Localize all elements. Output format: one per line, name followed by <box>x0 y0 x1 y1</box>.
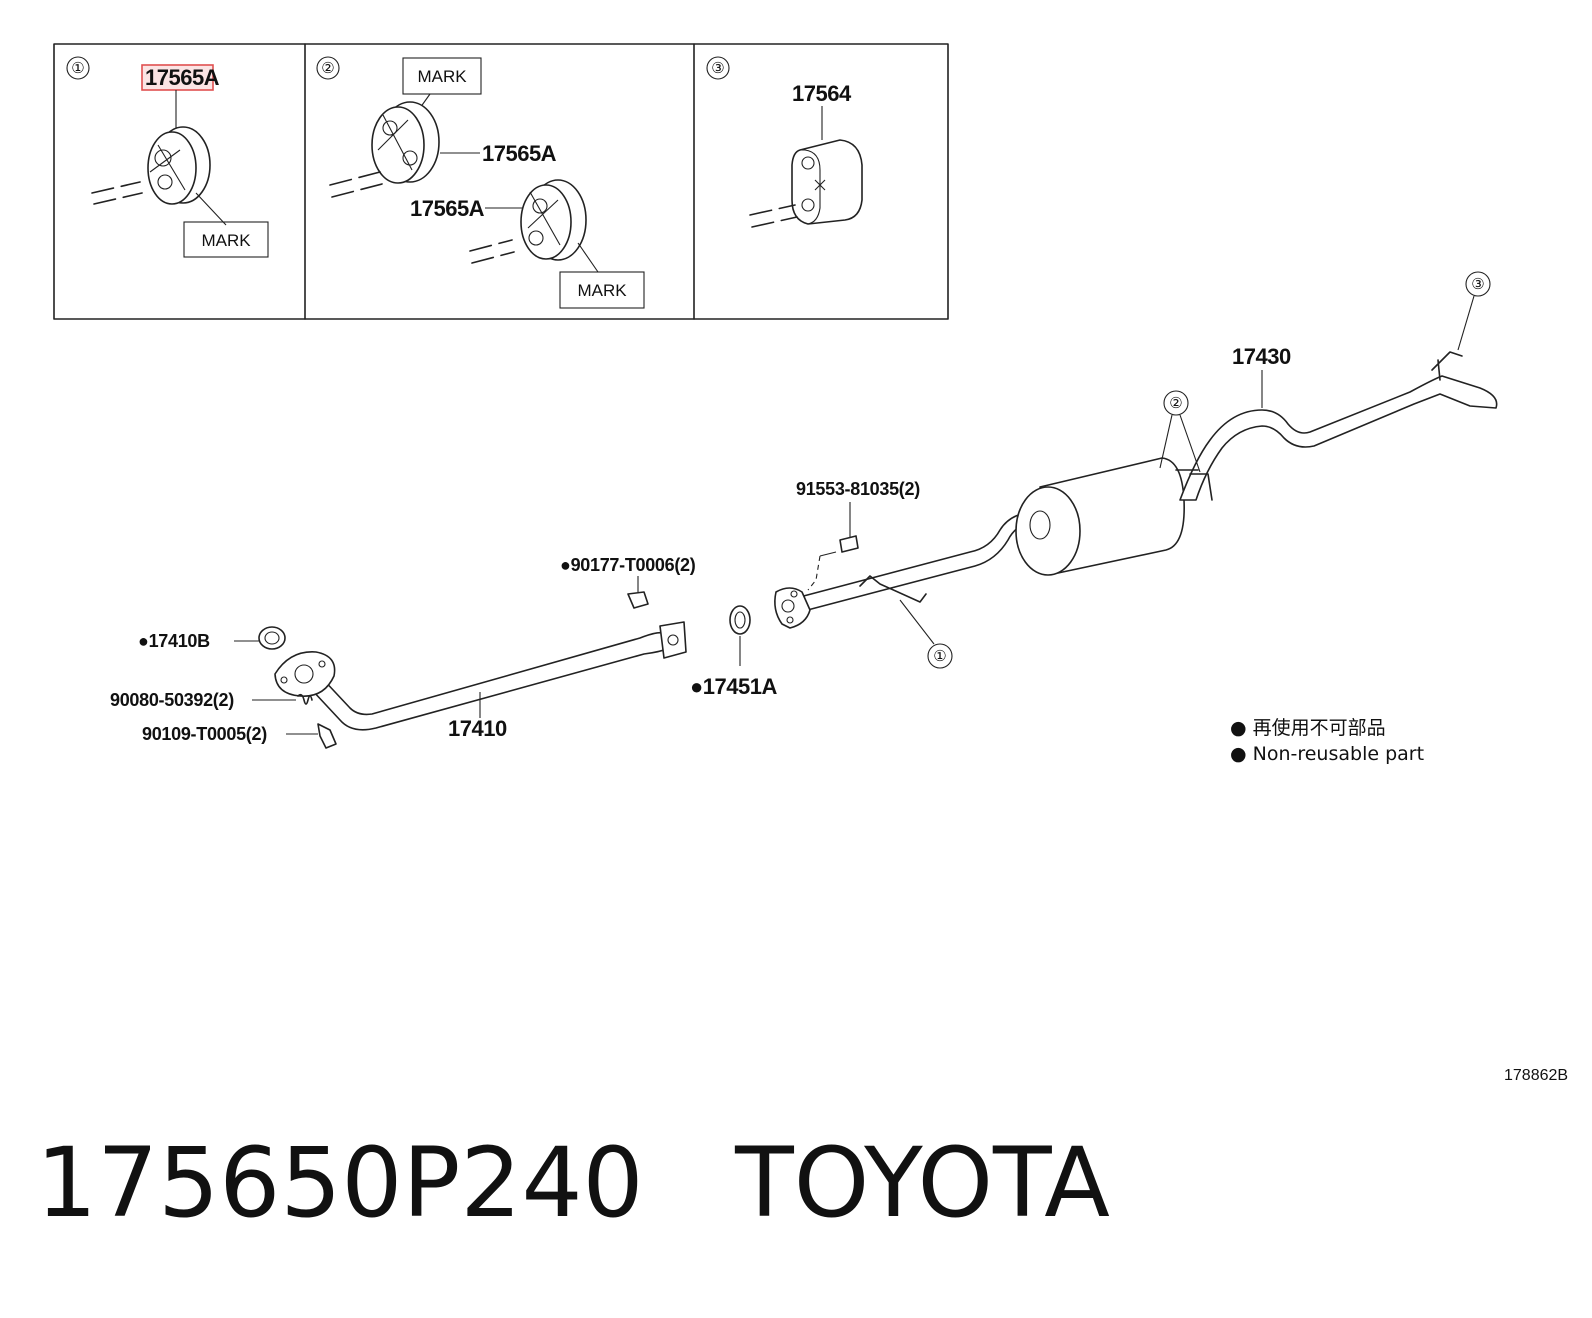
callout-3-circle <box>1465 271 1491 297</box>
bolt-90109: 90109-T0005(2) <box>142 723 337 749</box>
nut-90177: ●90177-T0006(2) <box>560 555 696 609</box>
inset-1-part-label: 17565A <box>145 65 220 90</box>
legend-japanese: ● 再使用不可部品 <box>1230 717 1386 739</box>
spring-90080: 90080-50392(2) <box>110 690 313 710</box>
hanger-rubber-icon <box>520 179 587 261</box>
inset-2-mark-label-bottom: MARK <box>577 281 627 300</box>
gasket-17410b: ●17410B <box>138 626 286 651</box>
inset-frame <box>53 43 949 320</box>
label-front-pipe: 17410 <box>448 716 507 741</box>
leader-line <box>1179 414 1201 473</box>
hanger-rubber-icon <box>371 101 440 184</box>
inset-3-number-circle <box>706 56 730 80</box>
hanger-rubber-icon <box>791 139 863 225</box>
part-number-caption: 175650P240 TOYOTA <box>36 1127 1110 1239</box>
callout-2-circle <box>1163 390 1189 416</box>
label-bolt-front: 90109-T0005(2) <box>142 724 267 744</box>
rod-dashed <box>749 204 798 228</box>
label-gasket-mid: ●17451A <box>690 674 777 699</box>
callout-3: ③ <box>1457 271 1491 351</box>
rod-dashed <box>91 181 143 205</box>
inset-3-part-label: 17564 <box>792 81 852 106</box>
spring-icon <box>297 693 313 705</box>
callout-1: ① <box>899 599 953 669</box>
gasket-icon <box>258 626 286 650</box>
label-gasket-front: ●17410B <box>138 631 210 651</box>
label-tail-pipe: 17430 <box>1232 344 1291 369</box>
hanger-rubber-icon <box>147 126 211 205</box>
callout-2-number: ② <box>1169 395 1182 412</box>
label-spring: 90080-50392(2) <box>110 690 234 710</box>
leader-line <box>1457 295 1475 351</box>
callout-2: ② <box>1159 390 1201 473</box>
inset-2: ② MARK 17565A 17565A MARK <box>316 56 645 309</box>
rod-dashed <box>469 239 515 264</box>
bolt-icon <box>317 723 337 749</box>
inset-1: ① 17565A MARK <box>66 56 269 258</box>
mark-box-top <box>402 57 482 95</box>
bolt-icon <box>839 535 859 553</box>
muffler-assembly <box>774 351 1498 629</box>
mark-box-bottom <box>559 271 645 309</box>
leader-line <box>195 192 227 226</box>
inset-1-number: ① <box>71 60 84 77</box>
mark-box <box>183 221 269 258</box>
label-nut: ●90177-T0006(2) <box>560 555 696 575</box>
diagram-code: 178862B <box>1504 1067 1568 1084</box>
dashed-guide <box>807 555 821 591</box>
bolt-91553: 91553-81035(2) <box>796 479 921 591</box>
inset-1-number-circle <box>66 56 90 80</box>
inset-2-part-label-top: 17565A <box>482 141 557 166</box>
leader-line <box>1159 414 1173 469</box>
callout-17430: 17430 <box>1232 344 1291 408</box>
label-17410: 17410 <box>448 692 507 741</box>
inset-3-number: ③ <box>711 60 724 77</box>
inset-2-number-circle <box>316 56 340 80</box>
inset-3: ③ 17564 <box>706 56 863 228</box>
inset-2-part-label-bottom: 17565A <box>410 196 485 221</box>
callout-3-number: ③ <box>1471 276 1484 293</box>
leader-line <box>577 242 599 273</box>
legend: ● 再使用不可部品 ● Non-reusable part <box>1230 717 1424 765</box>
inset-2-number: ② <box>321 60 334 77</box>
callout-1-number: ① <box>933 648 946 665</box>
callout-1-circle <box>927 643 953 669</box>
inset-1-mark-label: MARK <box>201 231 251 250</box>
rod-dashed <box>329 171 383 198</box>
highlight-box <box>141 64 214 91</box>
front-pipe <box>274 621 687 731</box>
label-bolt-mid: 91553-81035(2) <box>796 479 920 499</box>
nut-icon <box>627 591 649 609</box>
legend-english: ● Non-reusable part <box>1230 743 1424 765</box>
gasket-17451a: ●17451A <box>690 605 778 699</box>
leader-line <box>899 599 935 645</box>
gasket-icon <box>729 605 751 635</box>
inset-2-mark-label-top: MARK <box>417 67 467 86</box>
